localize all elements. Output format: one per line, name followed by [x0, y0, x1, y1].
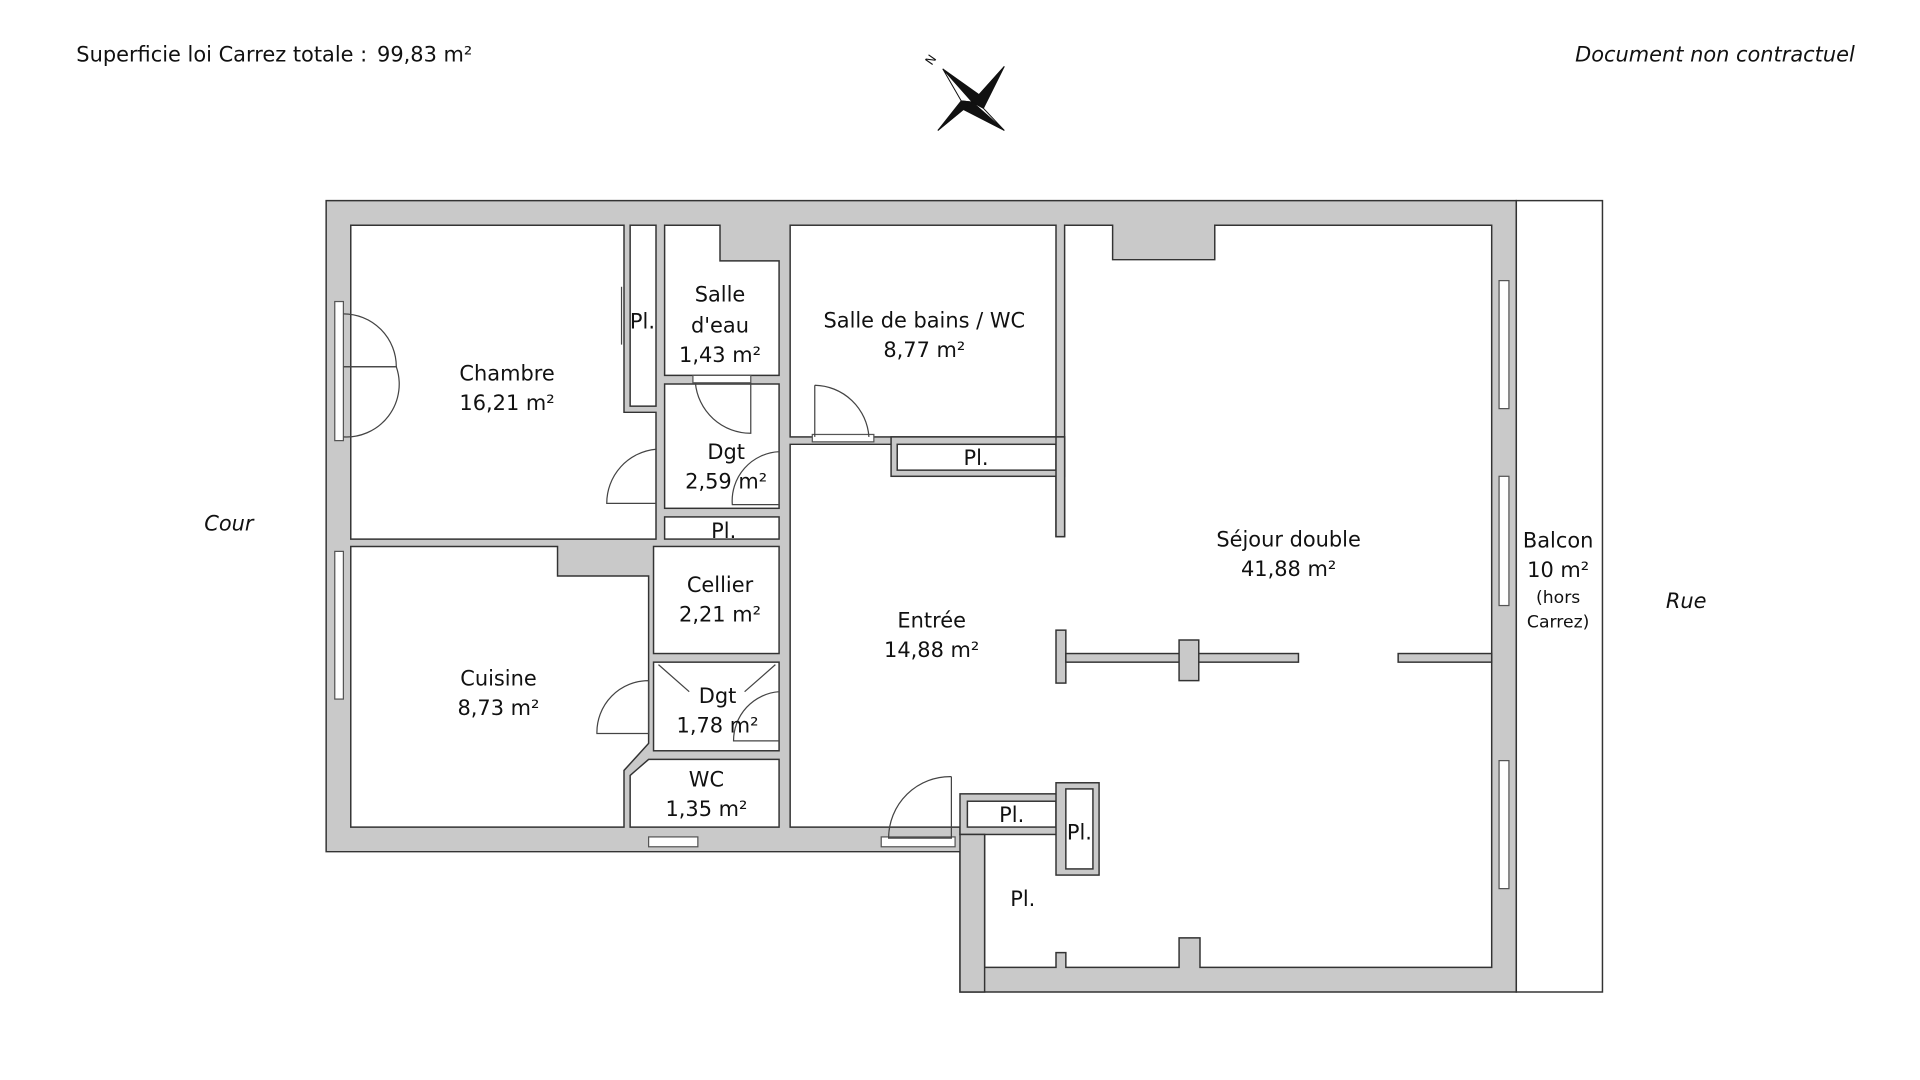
north-label: N: [923, 52, 940, 68]
cellier-name: Cellier: [687, 573, 754, 597]
entree-area: 14,88 m²: [884, 638, 979, 662]
placard-label: Pl.: [1067, 820, 1092, 844]
sejour-area: 41,88 m²: [1241, 557, 1336, 581]
room-cellier: [652, 545, 780, 655]
room-chambre: [350, 224, 657, 540]
entree-name: Entrée: [897, 609, 966, 633]
balcon-note-2: Carrez): [1527, 613, 1589, 633]
room-dgt-1: [663, 383, 780, 510]
wc-name: WC: [689, 767, 724, 791]
side-label-cour: Cour: [204, 511, 255, 535]
disclaimer: Document non contractuel: [1575, 43, 1855, 67]
total-area-label: Superficie loi Carrez totale :99,83 m²: [76, 43, 472, 67]
salle-bains-area: 8,77 m²: [883, 338, 965, 362]
room-salle-eau: [663, 224, 780, 377]
placard-label: Pl.: [1010, 887, 1035, 911]
chambre-name: Chambre: [459, 361, 554, 385]
salle-eau-name: Salle: [695, 283, 746, 307]
room-salle-bains: [789, 224, 1057, 438]
room-cuisine: [350, 545, 650, 828]
dgt2-area: 1,78 m²: [677, 713, 759, 737]
balcon-note: (hors: [1536, 588, 1580, 608]
dgt2-name: Dgt: [699, 684, 737, 708]
placard-label: Pl.: [711, 519, 736, 543]
dgt1-area: 2,59 m²: [685, 470, 767, 494]
placard-label: Pl.: [630, 310, 655, 334]
balcon-name: Balcon: [1523, 529, 1594, 553]
side-label-rue: Rue: [1666, 589, 1707, 613]
cuisine-area: 8,73 m²: [457, 696, 539, 720]
doors: [343, 286, 952, 839]
windows: [334, 280, 1510, 890]
closet-entree: [896, 443, 1057, 471]
sejour-name: Séjour double: [1216, 527, 1360, 551]
wc-area: 1,35 m²: [665, 797, 747, 821]
salle-eau-name-2: d'eau: [691, 313, 749, 337]
balcon-area: 10 m²: [1527, 558, 1589, 582]
balcony: [1515, 199, 1604, 993]
partition-wall: [1055, 436, 1066, 538]
svg-text:WC1,35 m²: WC 1,35 m²: [665, 767, 747, 821]
cellier-area: 2,21 m²: [679, 603, 761, 627]
placard-label: Pl.: [963, 446, 988, 470]
cuisine-name: Cuisine: [460, 667, 536, 691]
salle-bains-name: Salle de bains / WC: [823, 308, 1025, 332]
salle-eau-area: 1,43 m²: [679, 343, 761, 367]
room-dgt-2: [652, 661, 780, 752]
room-wc: [629, 758, 780, 828]
placard-label: Pl.: [999, 803, 1024, 827]
closet-dgt-1: [663, 516, 780, 540]
dgt1-name: Dgt: [707, 440, 745, 464]
chambre-area: 16,21 m²: [459, 391, 554, 415]
svg-text:Salle de bains / WC8,77 m²: Salle de bains / WC 8,77 m²: [823, 308, 1025, 362]
compass-icon: N: [923, 52, 1005, 131]
closet-chambre: [629, 224, 657, 407]
sejour-partitions: [959, 629, 1493, 993]
